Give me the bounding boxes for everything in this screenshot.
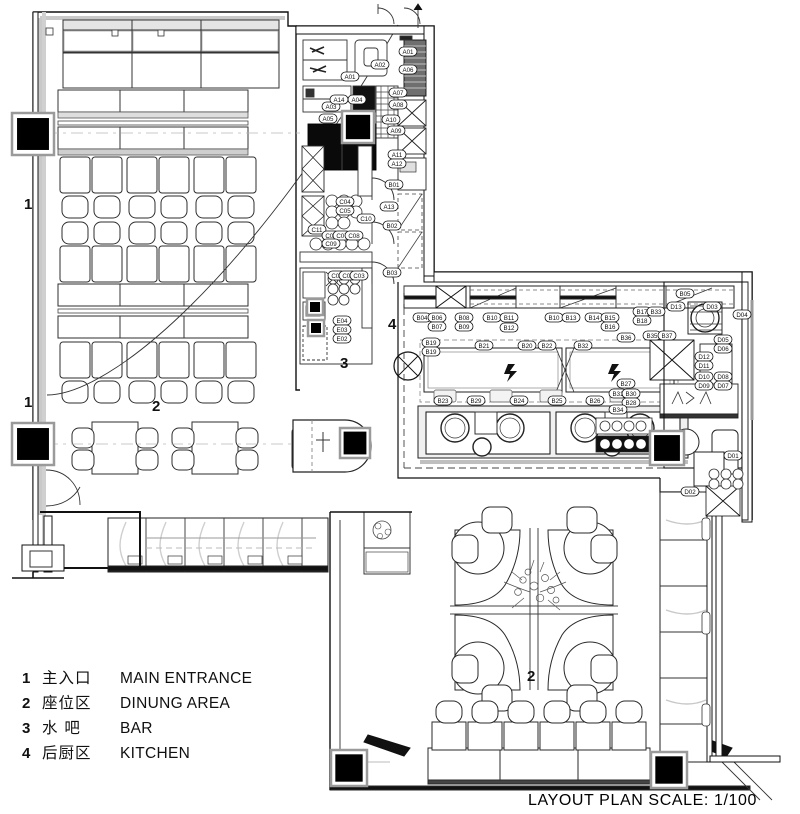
structural-column: [10, 111, 56, 157]
wall-openings-top: [45, 27, 165, 37]
top-grid-marks: [377, 3, 423, 28]
core-glazing: [397, 193, 423, 269]
window-wall-bottom-left: [21, 511, 329, 573]
room-number-dining-center: 2: [527, 668, 536, 685]
legend-label-cn: 主入口: [42, 669, 92, 687]
legend-label-cn: 座位区: [42, 694, 92, 712]
column-fill: [17, 118, 49, 150]
four-top-tables: [71, 421, 309, 475]
legend-label-cn: 后厨区: [42, 744, 92, 762]
column-fill: [343, 431, 367, 455]
legend-row: 2 座位区 DINUNG AREA: [22, 691, 302, 716]
legend-label-en: BAR: [120, 720, 153, 737]
structural-column: [306, 318, 326, 338]
column-fill: [345, 114, 371, 140]
structural-column: [305, 297, 325, 317]
legend: 1 主入口 MAIN ENTRANCE 2 座位区 DINUNG AREA 3 水 吧 BAR 4…: [22, 666, 302, 766]
legend-label-cn: 水 吧: [42, 719, 81, 737]
structural-column: [340, 109, 376, 145]
column-fill: [654, 435, 680, 461]
legend-label-en: MAIN ENTRANCE: [120, 670, 253, 687]
plan-title: LAYOUT PLAN SCALE: 1/100: [528, 792, 758, 809]
legend-label-en: KITCHEN: [120, 745, 191, 762]
column-fill: [335, 754, 363, 782]
kitchen-top-counter-run: [403, 285, 735, 309]
right-shelving: [595, 417, 653, 453]
room-number-entrance-lower: 1: [24, 394, 33, 411]
structural-column: [338, 426, 372, 460]
legend-row: 4 后厨区 KITCHEN: [22, 741, 302, 766]
legend-row: 1 主入口 MAIN ENTRANCE: [22, 666, 302, 691]
legend-number: 2: [22, 695, 31, 712]
structural-column: [329, 748, 369, 788]
center-walls: [329, 511, 412, 790]
room-number-bar: 3: [340, 355, 349, 372]
exterior-wall-left: [32, 11, 46, 573]
bottom-banquette: [329, 700, 751, 791]
room-number-entrance-upper: 1: [24, 196, 33, 213]
corridor-window-bay: [659, 491, 781, 801]
structural-column: [649, 750, 689, 790]
structural-column: [648, 429, 686, 467]
column-fill: [655, 756, 683, 784]
column-fill: [310, 302, 320, 312]
booth-seating-upper: [57, 19, 280, 156]
room-number-kitchen: 4: [388, 316, 397, 333]
dashed-centerlines: [46, 132, 300, 445]
kitchen-partition-dashed: [403, 286, 700, 469]
room-number-dining-left: 2: [152, 398, 161, 415]
column-fill: [311, 323, 321, 333]
legend-number: 1: [22, 670, 31, 687]
legend-row: 3 水 吧 BAR: [22, 716, 302, 741]
legend-number: 3: [22, 720, 31, 737]
structural-column: [10, 421, 56, 467]
booth-seating-middle: [57, 221, 257, 404]
service-counter-center: [363, 511, 411, 575]
bay-upper-shelving: [705, 468, 744, 517]
column-fill: [17, 428, 49, 460]
chair-group-upper: [59, 156, 257, 219]
lower-left-walls: [12, 572, 64, 579]
legend-number: 4: [22, 745, 31, 762]
legend-label-en: DINUNG AREA: [120, 695, 231, 712]
